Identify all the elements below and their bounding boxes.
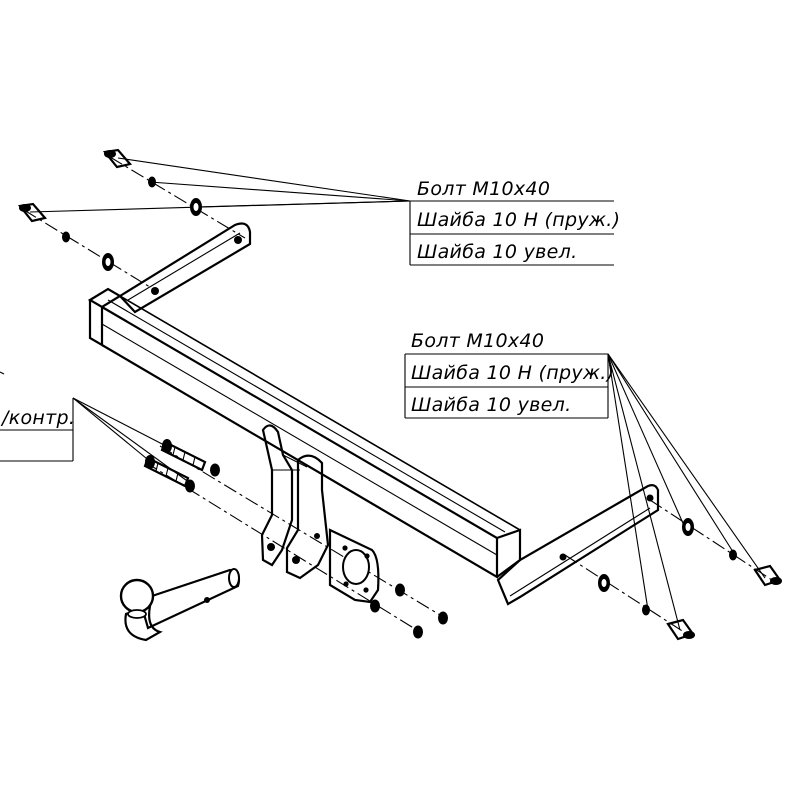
left-bracket <box>118 222 252 314</box>
spring-washer-icon <box>148 176 156 188</box>
callout-left-locknut-label: /контр. <box>0 407 75 429</box>
hitch-plates <box>260 424 330 580</box>
right-bracket <box>496 484 660 606</box>
washer-icon <box>185 479 195 493</box>
socket-plate <box>328 528 380 604</box>
callout-right: Болт М10х40 Шайба 10 Н (пруж.) Шайба 10 … <box>404 330 766 631</box>
tow-ball-arm <box>119 568 241 642</box>
bolt-icon <box>666 618 695 641</box>
bolt-icon <box>102 148 133 169</box>
fasteners-top-left <box>17 148 202 271</box>
fasteners-center <box>143 439 448 639</box>
callout-top-spring-washer-label: Шайба 10 Н (пруж.) <box>417 209 620 231</box>
washer-icon <box>210 463 220 477</box>
callout-left: /контр. <box>0 371 191 484</box>
washer-icon <box>682 518 694 536</box>
callout-right-washer-label: Шайба 10 увел. <box>411 394 571 416</box>
callout-right-spring-washer-label: Шайба 10 Н (пруж.) <box>411 362 614 384</box>
bolt-icon <box>17 202 48 223</box>
washer-icon <box>102 253 114 271</box>
bolt-icon <box>753 564 782 587</box>
washer-icon <box>370 599 380 613</box>
callout-top: Болт М10х40 Шайба 10 Н (пруж.) Шайба 10 … <box>29 157 620 266</box>
washer-icon <box>598 574 610 592</box>
washer-icon <box>190 198 202 216</box>
nut-icon <box>413 625 423 639</box>
washer-icon <box>395 583 405 597</box>
spring-washer-icon <box>642 604 650 616</box>
fasteners-right <box>598 518 782 641</box>
spring-washer-icon <box>62 231 70 243</box>
callout-top-washer-label: Шайба 10 увел. <box>417 241 577 263</box>
callout-top-bolt-label: Болт М10х40 <box>417 178 550 200</box>
nut-icon <box>438 611 448 625</box>
main-cross-beam <box>87 287 522 579</box>
callout-right-bolt-label: Болт М10х40 <box>411 330 544 352</box>
bolt-icon <box>160 439 207 472</box>
spring-washer-icon <box>729 549 737 561</box>
